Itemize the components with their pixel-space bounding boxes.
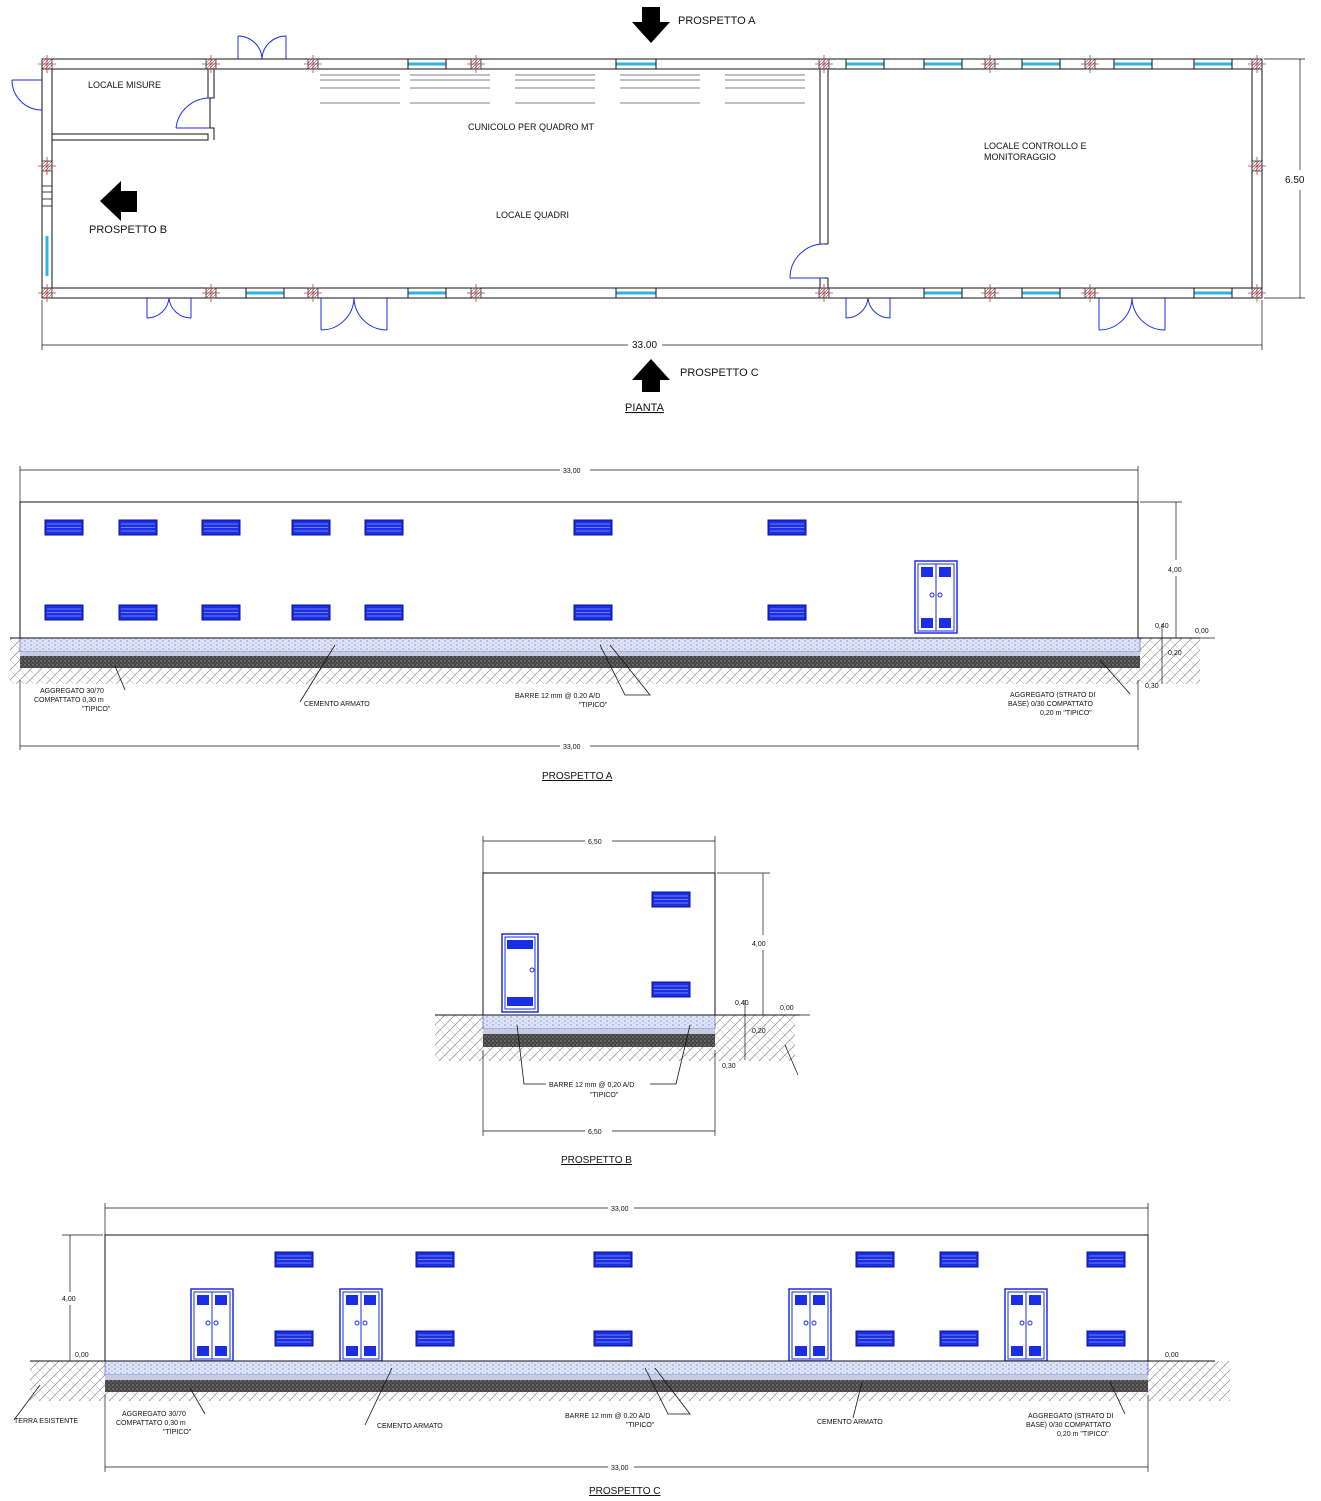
plan-dim-length: 33.00	[632, 340, 657, 351]
plan-window-jambs	[245, 59, 1233, 298]
elev-b-note-barre-2: "TIPICO"	[590, 1092, 619, 1099]
room-label-cunicolo: CUNICOLO PER QUADRO MT	[468, 122, 595, 132]
elev-b-leaders	[516, 1024, 691, 1085]
elev-a-note-barre-1: BARRE 12 mm @ 0.20 A/D	[515, 693, 600, 700]
arrow-a-label: PROSPETTO A	[678, 15, 756, 27]
elev-b-dim-040: 0,40	[735, 1000, 749, 1007]
elev-c-dim-bottom: 33,00	[611, 1465, 629, 1472]
elev-a-slab	[19, 637, 1141, 653]
elev-b-note-barre-1: BARRE 12 mm @ 0,20 A/D	[549, 1082, 634, 1089]
elev-c-note-cemento-1: CEMENTO ARMATO	[377, 1423, 443, 1430]
elev-a-gravel	[20, 656, 1140, 668]
elev-b-title: PROSPETTO B	[561, 1155, 632, 1166]
plan-columns	[37, 54, 1267, 303]
room-label-controllo-line1: LOCALE CONTROLLO E	[984, 141, 1087, 151]
cunicolo-lines	[320, 74, 805, 104]
elev-c-dim-000-right: 0,00	[1165, 1352, 1179, 1359]
room-label-quadri: LOCALE QUADRI	[496, 210, 569, 220]
elev-a-note-base-1: AGGREGATO (STRATO DI	[1010, 692, 1095, 699]
elev-a-note-base-2: BASE) 0/30 COMPATTATO	[1008, 701, 1093, 708]
arrow-b-label: PROSPETTO B	[89, 224, 167, 236]
arrow-prospetto-c: PROSPETTO C	[632, 359, 759, 392]
elev-c-slab	[104, 1360, 1149, 1376]
elev-c-title: PROSPETTO C	[589, 1486, 661, 1497]
elev-c-note-base-3: 0,20 m "TIPICO"	[1057, 1431, 1109, 1438]
room-label-misure: LOCALE MISURE	[88, 80, 161, 90]
plan-windows	[45, 62, 1232, 295]
elev-a-dim-000: 0,00	[1195, 628, 1209, 635]
elev-b-dim-height: 4,00	[752, 941, 766, 948]
elevation-b: 6,50 6,50 4,00 0,40 0,00 0,20 0,30 BARRE…	[435, 836, 810, 1166]
elev-b-dim-030: 0,30	[722, 1063, 736, 1070]
elev-a-dim-height: 4,00	[1168, 567, 1182, 574]
elev-c-note-base-2: BASE) 0/30 COMPATTATO	[1026, 1422, 1111, 1429]
arrow-c-label: PROSPETTO C	[680, 367, 759, 379]
elev-c-dim-000-left: 0,00	[75, 1352, 89, 1359]
elev-a-leaders	[114, 644, 1131, 703]
elev-b-gravel	[483, 1034, 715, 1047]
elev-b-dim-top: 6,50	[588, 839, 602, 846]
elev-a-dim-020: 0,20	[1168, 650, 1182, 657]
plan-walls	[41, 58, 1263, 299]
elev-c-note-aggregato-2: COMPATTATO 0,30 m	[116, 1420, 186, 1427]
elev-a-note-aggregato-3: "TIPICO"	[82, 706, 111, 713]
plan-left-detail	[41, 185, 53, 207]
elev-c-note-barre-2: "TIPICO"	[626, 1422, 655, 1429]
elev-a-dimensions	[19, 466, 1215, 750]
elev-c-note-aggregato-1: AGGREGATO 30/70	[122, 1411, 186, 1418]
elev-a-dim-030: 0,30	[1145, 683, 1159, 690]
elev-c-note-cemento-2: CEMENTO ARMATO	[817, 1419, 883, 1426]
elev-b-dimensions	[482, 836, 810, 1136]
elev-c-leaders	[13, 1367, 1126, 1426]
elev-a-door	[914, 560, 958, 634]
elev-c-note-terra: TERRA ESISTENTE	[14, 1418, 79, 1425]
plan-dimensions	[41, 58, 1305, 350]
arrow-prospetto-b: PROSPETTO B	[89, 181, 167, 236]
elev-c-gravel	[105, 1380, 1148, 1392]
room-label-controllo-line2: MONITORAGGIO	[984, 152, 1056, 162]
elev-c-note-aggregato-3: "TIPICO"	[163, 1429, 192, 1436]
elev-c-note-barre-1: BARRE 12 mm @ 0.20 A/D	[565, 1413, 650, 1420]
elev-b-dim-000: 0,00	[780, 1005, 794, 1012]
elev-b-slab	[482, 1014, 716, 1030]
elevation-c: 33,00 33,00 4,00 0,00 0,00 TERRA ESISTEN…	[13, 1203, 1230, 1497]
plan-doors	[11, 35, 1166, 331]
elev-a-title: PROSPETTO A	[542, 771, 613, 782]
elev-a-dim-bottom: 33,00	[563, 744, 581, 751]
elev-c-note-base-1: AGGREGATO (STRATO DI	[1028, 1413, 1113, 1420]
elev-b-dim-bottom: 6,50	[588, 1129, 602, 1136]
elev-c-dim-height: 4,00	[62, 1296, 76, 1303]
elev-c-dimensions	[62, 1203, 1149, 1472]
elev-a-dim-040: 0,40	[1155, 623, 1169, 630]
plan-title: PIANTA	[625, 402, 665, 414]
elev-c-dim-top: 33,00	[611, 1206, 629, 1213]
elev-a-dim-top: 33,00	[563, 468, 581, 475]
elevation-a: 33,00 33,00 4,00 0,40 0,00 0,20 0,30 AGG…	[10, 466, 1215, 782]
elev-a-note-base-3: 0,20 m "TIPICO"	[1040, 710, 1092, 717]
elev-b-door	[501, 933, 539, 1013]
elev-a-note-aggregato-1: AGGREGATO 30/70	[40, 688, 104, 695]
elev-a-note-cemento: CEMENTO ARMATO	[304, 701, 370, 708]
plan-view: LOCALE MISURE CUNICOLO PER QUADRO MT LOC…	[11, 7, 1305, 414]
elev-a-note-aggregato-2: COMPATTATO 0,30 m	[34, 697, 104, 704]
arrow-prospetto-a: PROSPETTO A	[632, 7, 756, 43]
plan-dim-width: 6.50	[1285, 175, 1305, 186]
elev-a-note-barre-2: "TIPICO"	[579, 702, 608, 709]
elev-b-dim-020: 0,20	[752, 1028, 766, 1035]
